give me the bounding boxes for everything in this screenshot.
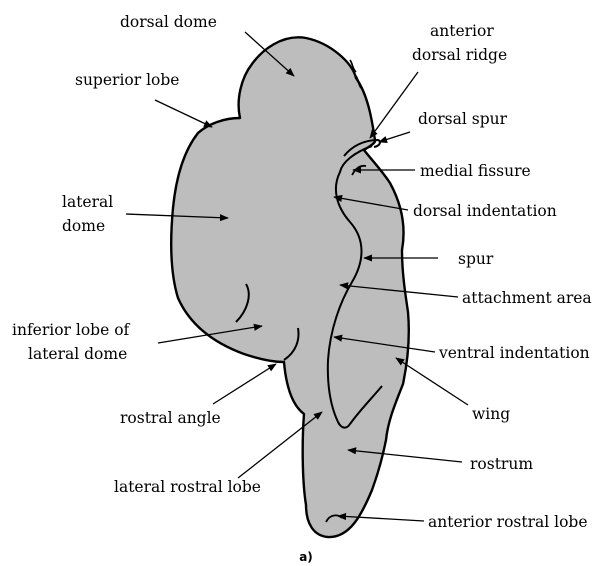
- label-superior-lobe: superior lobe: [75, 71, 179, 89]
- label-dorsal-indentation: dorsal indentation: [413, 202, 557, 220]
- arrow-anterior-dorsal-ridge: [370, 72, 418, 138]
- arrow-superior-lobe: [155, 100, 212, 127]
- label-anterior-dorsal-ridge-line1: anterior: [430, 22, 494, 40]
- label-attachment-area: attachment area: [462, 289, 592, 307]
- label-dorsal-spur: dorsal spur: [418, 110, 508, 128]
- label-medial-fissure: medial fissure: [420, 162, 531, 180]
- specimen-outline: [171, 37, 409, 537]
- label-wing: wing: [472, 405, 510, 423]
- arrow-wing: [396, 358, 468, 405]
- label-inferior-lobe-line2: lateral dome: [28, 345, 127, 363]
- label-spur: spur: [458, 250, 494, 268]
- label-dorsal-dome: dorsal dome: [120, 13, 217, 31]
- label-rostral-angle: rostral angle: [120, 409, 221, 427]
- label-lateral-dome-line2: dome: [62, 217, 105, 235]
- label-rostrum: rostrum: [470, 455, 533, 473]
- label-ventral-indentation: ventral indentation: [438, 344, 590, 362]
- label-anterior-dorsal-ridge-line2: dorsal ridge: [412, 46, 507, 64]
- label-lateral-rostral-lobe: lateral rostral lobe: [114, 478, 261, 496]
- arrow-dorsal-spur: [379, 132, 410, 142]
- label-lateral-dome-line1: lateral: [62, 193, 113, 211]
- label-inferior-lobe-line1: inferior lobe of: [12, 321, 131, 339]
- label-anterior-rostral-lobe: anterior rostral lobe: [428, 513, 588, 531]
- arrow-rostral-angle: [213, 364, 276, 404]
- figure-caption: a): [299, 550, 313, 564]
